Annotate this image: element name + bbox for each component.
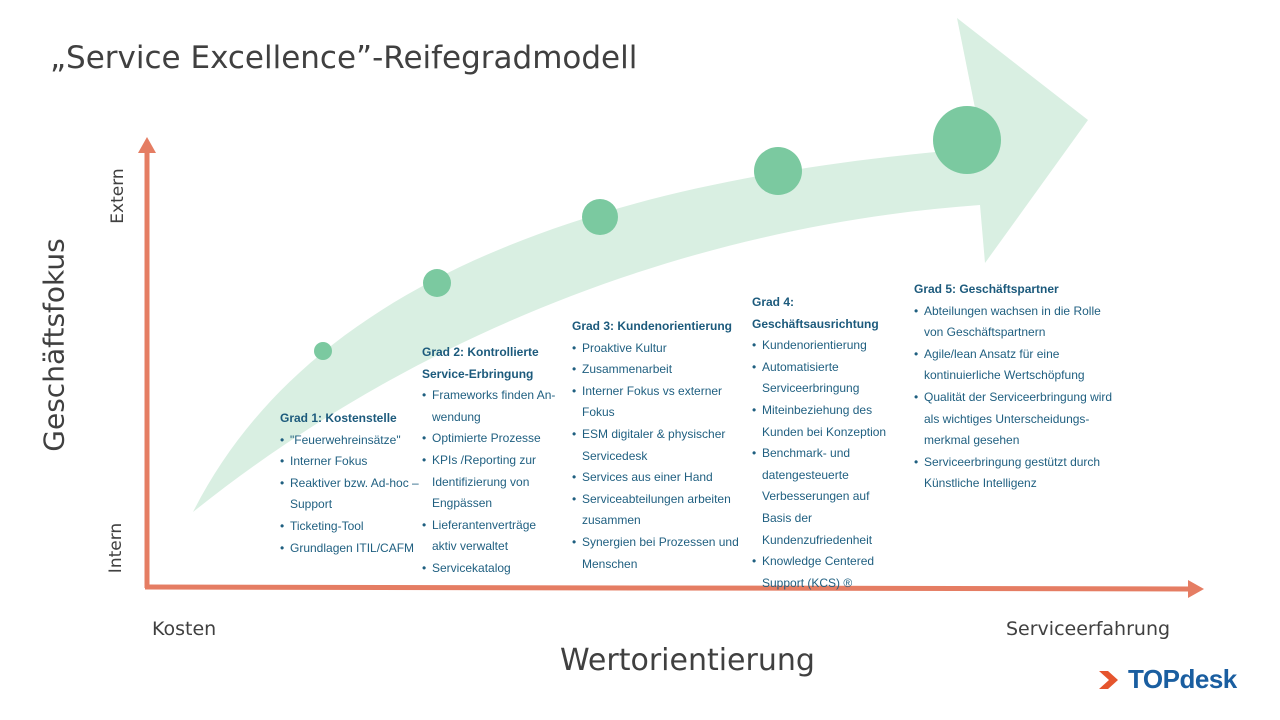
y-axis-label: Geschäftsfokus <box>37 238 71 452</box>
y-axis-bottom-label: Intern <box>106 522 126 574</box>
x-axis-line <box>144 584 1191 592</box>
stage-item: Serviceabteilungen arbeiten zusammen <box>572 489 742 532</box>
stage-item: Serviceerbringung gestützt durch Künstli… <box>914 452 1114 495</box>
stage-item: Reaktiver bzw. Ad-hoc –Support <box>280 473 420 516</box>
stage-item: "Feuerwehreinsätze" <box>280 430 420 452</box>
logo-text: TOPdesk <box>1128 664 1237 694</box>
y-axis-top-label: Extern <box>108 168 128 224</box>
stage-item: ESM digitaler & physischer Servicedesk <box>572 424 742 467</box>
x-axis-arrowhead <box>1188 580 1204 598</box>
stage-heading: Grad 2: Kontrollierte Service-Erbringung <box>422 345 539 381</box>
stage-item: Interner Fokus vs externer Fokus <box>572 381 742 424</box>
stage-5-block: Grad 5: Geschäftspartner Abteilungen wac… <box>914 279 1114 495</box>
stage-item: Zusammenarbeit <box>572 359 742 381</box>
stage-item-list: Abteilungen wachsen in die Rolle von Ges… <box>914 301 1114 495</box>
stage-item: Kundenorientierung <box>752 335 902 357</box>
stage-item: Lieferantenverträge aktiv verwaltet <box>422 515 562 558</box>
growth-arrow <box>193 18 1088 512</box>
stage-item-list: Proaktive Kultur Zusammenarbeit Interner… <box>572 338 742 576</box>
stage-heading: Grad 3: Kundenorientierung <box>572 319 733 333</box>
stage-item: Miteinbeziehung des Kunden bei Konzeptio… <box>752 400 902 443</box>
stage-1-block: Grad 1: Kostenstelle "Feuerwehreinsätze"… <box>280 408 420 559</box>
stage-heading: Grad 4: Geschäftsausrichtung <box>752 295 879 331</box>
maturity-dot-2 <box>423 269 451 297</box>
maturity-dot-4 <box>754 147 802 195</box>
stage-heading: Grad 1: Kostenstelle <box>280 411 397 425</box>
stage-item: Knowledge Centered Support (KCS) ® <box>752 551 902 594</box>
stage-heading: Grad 5: Geschäftspartner <box>914 282 1059 296</box>
stage-item: Automatisierte Serviceerbringung <box>752 357 902 400</box>
slide-title: „Service Excellence”-Reifegradmodell <box>50 40 638 76</box>
stage-item-list: "Feuerwehreinsätze" Interner Fokus Reakt… <box>280 430 420 560</box>
stage-item: Grundlagen ITIL/CAFM <box>280 538 420 560</box>
stage-item: Proaktive Kultur <box>572 338 742 360</box>
stage-item: Synergien bei Prozessen und Menschen <box>572 532 742 575</box>
stage-item: Benchmark- und datengesteuerte Verbesser… <box>752 443 902 551</box>
x-axis-left-label: Kosten <box>152 618 217 640</box>
x-axis-right-label: Serviceerfahrung <box>1006 618 1171 640</box>
stage-item-list: Kundenorientierung Automatisierte Servic… <box>752 335 902 594</box>
stage-item: Abteilungen wachsen in die Rolle von Ges… <box>914 301 1114 344</box>
stage-4-block: Grad 4: Geschäftsausrichtung Kundenorien… <box>752 292 902 594</box>
topdesk-chevron-icon <box>1099 670 1118 689</box>
stage-2-block: Grad 2: Kontrollierte Service-Erbringung… <box>422 342 562 580</box>
stage-item: Qualität der Serviceerbringung wird als … <box>914 387 1114 452</box>
stage-item: Interner Fokus <box>280 451 420 473</box>
stage-item: Services aus einer Hand <box>572 467 742 489</box>
stage-item: Servicekatalog <box>422 558 562 580</box>
stage-item: Agile/lean Ansatz für eine kontinuierlic… <box>914 344 1114 387</box>
maturity-dot-1 <box>314 342 332 360</box>
x-axis-label: Wertorientierung <box>560 643 815 678</box>
maturity-dot-3 <box>582 199 618 235</box>
stage-item-list: Frameworks finden An-wendung Optimierte … <box>422 385 562 579</box>
topdesk-logo: TOPdesk <box>1098 664 1237 695</box>
stage-item: Optimierte Prozesse <box>422 428 562 450</box>
maturity-dot-5 <box>933 106 1001 174</box>
stage-item: KPIs /Reporting zur Identifizierung von … <box>422 450 562 515</box>
stage-item: Frameworks finden An-wendung <box>422 385 562 428</box>
stage-item: Ticketing-Tool <box>280 516 420 538</box>
y-axis-arrowhead <box>138 137 156 153</box>
stage-3-block: Grad 3: Kundenorientierung Proaktive Kul… <box>572 316 742 575</box>
